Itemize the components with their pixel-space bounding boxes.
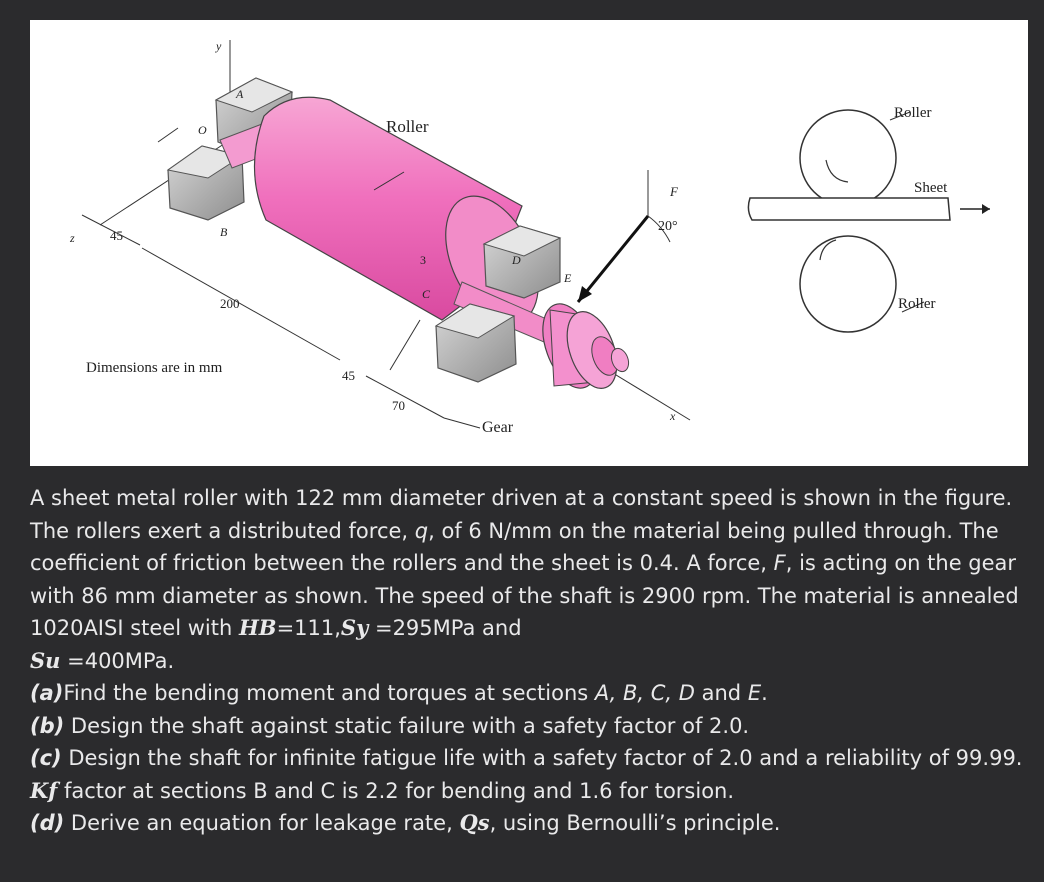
label-dimensions-note: Dimensions are in mm (86, 360, 223, 376)
label-point-C: C (422, 287, 431, 301)
label-axis-x: x (669, 409, 676, 423)
label-origin-O: O (198, 123, 207, 137)
label-point-D: D (511, 253, 521, 267)
label-roller: Roller (386, 117, 429, 136)
problem-su-line: Su =400MPa. (30, 647, 175, 673)
label-force-F: F (669, 184, 679, 199)
label-dim-3: 3 (420, 253, 426, 267)
label-angle: 20° (658, 219, 678, 234)
force-arrow-F (576, 170, 671, 303)
bearing-B (166, 145, 245, 221)
label-roller-top: Roller (894, 105, 932, 121)
figure-panel: Roller Roller Sheet Roller Gear Dimensio… (30, 20, 1028, 466)
label-dim-45-right: 45 (342, 368, 355, 383)
label-roller-bottom: Roller (898, 296, 936, 312)
roller-schematic (747, 109, 990, 333)
dimension-lines (81, 127, 481, 429)
label-sheet: Sheet (914, 180, 948, 196)
part-d: (d) Derive an equation for leakage rate,… (30, 810, 781, 835)
problem-intro: A sheet metal roller with 122 mm diamete… (30, 486, 1019, 640)
label-dim-200: 200 (220, 296, 240, 311)
bearing-D (482, 225, 562, 299)
gear (542, 303, 630, 389)
label-dim-70: 70 (392, 398, 405, 413)
part-a: (a)Find the bending moment and torques a… (30, 681, 768, 705)
roller-shaft-figure: Roller Roller Sheet Roller Gear Dimensio… (69, 39, 990, 436)
label-dim-45-left: 45 (110, 228, 123, 243)
label-point-E: E (563, 271, 572, 285)
part-c: (c) Design the shaft for infinite fatigu… (30, 746, 1023, 803)
label-axis-y: y (215, 39, 222, 53)
label-axis-z: z (69, 231, 75, 245)
label-point-A: A (235, 87, 244, 101)
problem-statement: A sheet metal roller with 122 mm diamete… (30, 482, 1028, 840)
label-gear: Gear (482, 419, 514, 436)
label-point-B: B (220, 225, 228, 239)
part-b: (b) Design the shaft against static fail… (30, 713, 750, 738)
bearing-C (434, 303, 517, 383)
